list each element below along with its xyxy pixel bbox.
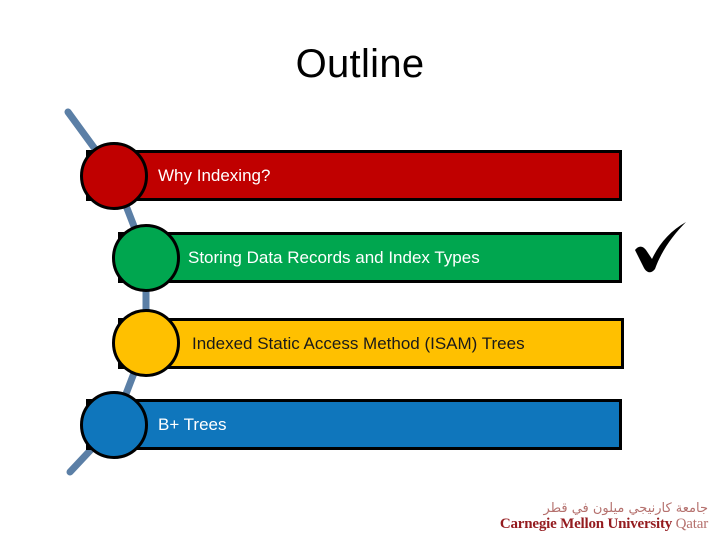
outline-item-why-indexing[interactable]: Why Indexing? — [86, 150, 622, 201]
outline-item-label: Indexed Static Access Method (ISAM) Tree… — [192, 334, 525, 353]
outline-item-label: Why Indexing? — [158, 166, 271, 185]
logo-latin-text: Carnegie Mellon University Qatar — [500, 517, 708, 532]
logo-university-name: Carnegie Mellon University — [499, 516, 673, 532]
outline-bullet-b-plus-trees[interactable] — [80, 391, 148, 459]
outline-bullet-storing-data-records[interactable] — [112, 224, 180, 292]
outline-bullet-isam-trees[interactable] — [112, 309, 180, 377]
outline-item-label: Storing Data Records and Index Types — [188, 248, 480, 267]
outline-item-isam-trees[interactable]: Indexed Static Access Method (ISAM) Tree… — [118, 318, 624, 369]
logo-arabic-text: جامعة كارنيجي ميلون في قطر — [543, 501, 708, 516]
outline-item-label: B+ Trees — [158, 415, 227, 434]
logo-campus-name: Qatar — [672, 516, 709, 532]
outline-item-storing-data-records[interactable]: Storing Data Records and Index Types — [118, 232, 622, 283]
page-title: Outline — [295, 42, 425, 86]
cmu-qatar-logo: جامعة كارنيجي ميلون في قطر Carnegie Mell… — [500, 502, 708, 532]
outline-item-b-plus-trees[interactable]: B+ Trees — [86, 399, 622, 450]
check-mark-icon — [635, 222, 686, 273]
outline-bullet-why-indexing[interactable] — [80, 142, 148, 210]
